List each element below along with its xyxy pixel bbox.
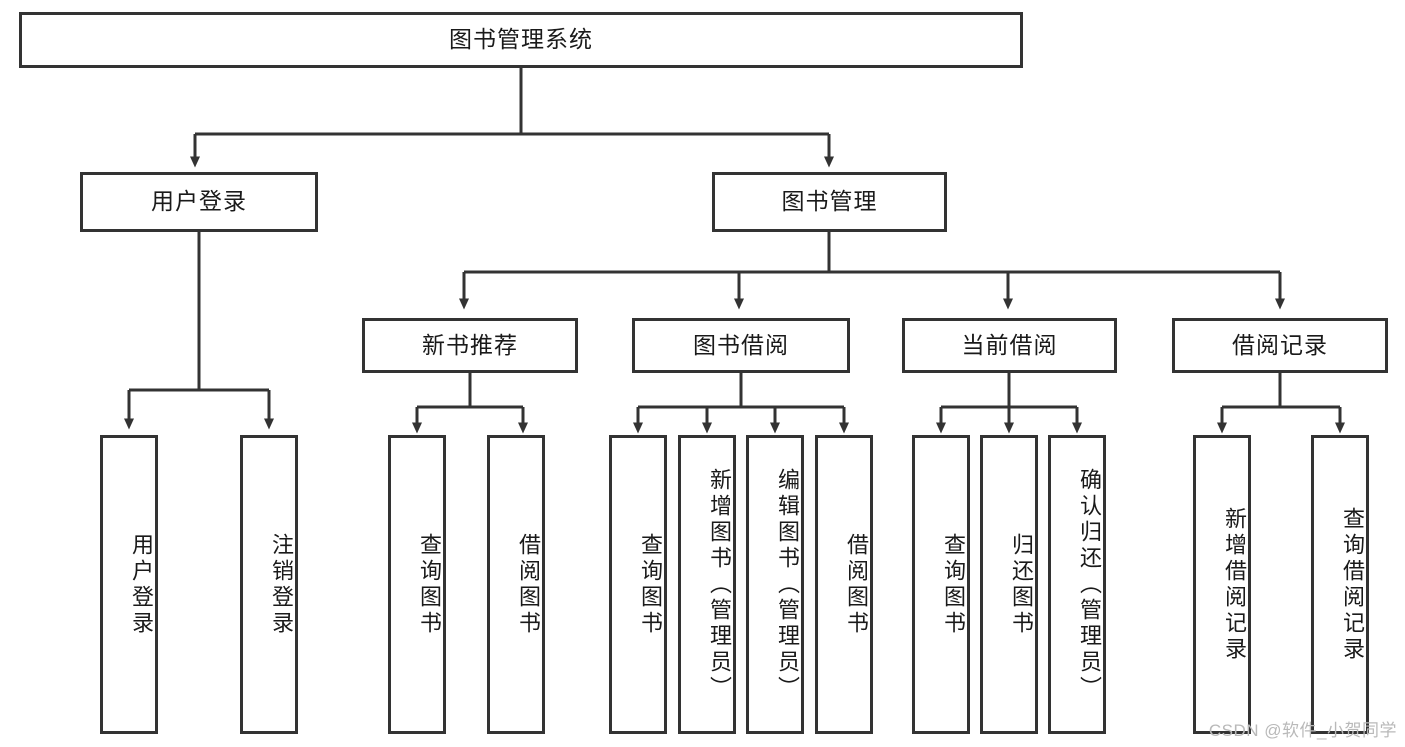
- node-root-system[interactable]: 图书管理系统: [19, 12, 1023, 68]
- leaf-current-query-book[interactable]: 查询图书: [912, 435, 970, 734]
- leaf-borrow-borrow-book[interactable]: 借阅图书: [815, 435, 873, 734]
- leaf-borrow-add-book-admin[interactable]: 新增图书（管理员）: [678, 435, 736, 734]
- leaf-current-confirm-return-admin[interactable]: 确认归还（管理员）: [1048, 435, 1106, 734]
- leaf-user-login-signout[interactable]: 注销登录: [240, 435, 298, 734]
- leaf-new-book-query[interactable]: 查询图书: [388, 435, 446, 734]
- node-book-management[interactable]: 图书管理: [712, 172, 947, 232]
- leaf-borrow-query-book[interactable]: 查询图书: [609, 435, 667, 734]
- csdn-watermark: CSDN @软件_小贺同学: [1208, 721, 1397, 740]
- leaf-user-login-signin[interactable]: 用户登录: [100, 435, 158, 734]
- node-borrow-record[interactable]: 借阅记录: [1172, 318, 1388, 373]
- leaf-record-query-record[interactable]: 查询借阅记录: [1311, 435, 1369, 734]
- leaf-borrow-edit-book-admin[interactable]: 编辑图书（管理员）: [746, 435, 804, 734]
- leaf-current-return-book[interactable]: 归还图书: [980, 435, 1038, 734]
- leaf-record-add-record[interactable]: 新增借阅记录: [1193, 435, 1251, 734]
- node-book-borrow[interactable]: 图书借阅: [632, 318, 850, 373]
- node-current-borrow[interactable]: 当前借阅: [902, 318, 1117, 373]
- leaf-new-book-borrow[interactable]: 借阅图书: [487, 435, 545, 734]
- node-user-login[interactable]: 用户登录: [80, 172, 318, 232]
- node-new-book-recommend[interactable]: 新书推荐: [362, 318, 578, 373]
